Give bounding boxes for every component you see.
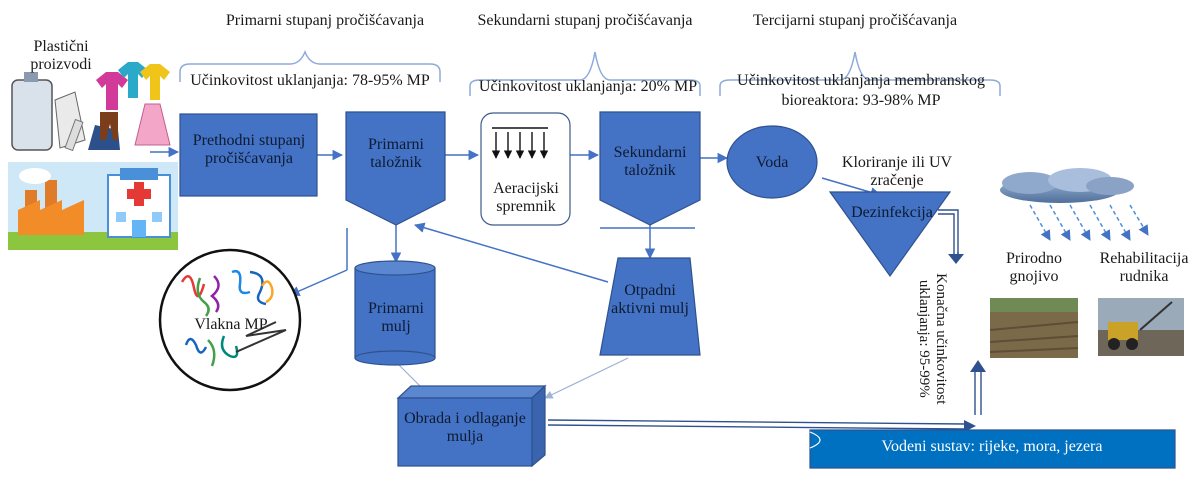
field-photo [989,298,1079,358]
final-efficiency-label: Konačna učinkovitost uklanjanja: 95-99% [916,273,949,405]
mine-photo [1098,298,1184,356]
fibers-label: Vlakna MP [194,316,268,333]
plastic-products-icon [11,62,171,152]
flow-arrows [150,146,882,297]
efficiency-tertiary-line2: bioreaktora: 93-98% MP [781,92,941,109]
sludge-treatment-label: Obrada i odlaganje mulja [404,410,526,445]
chlorination-label: Kloriranje ili UV zračenje [841,154,953,189]
arrowhead-up [970,360,986,372]
waste-activated-sludge-label: Otpadni aktivni mulj [611,282,689,317]
plastic-products-label: Plastični proizvodi [30,38,92,73]
rain-cloud-icon [1000,168,1149,241]
outflow-double-lines [547,209,982,430]
aeration-tank-label: Aeracijski spremnik [493,180,559,215]
process-shapes [179,111,1176,469]
arrowhead-disinfection [948,254,964,264]
efficiency-tertiary-line1: Učinkovitost uklanjanja membranskog [737,72,985,89]
water-system-label: Vodeni sustav: rijeke, mora, jezera [881,438,1103,455]
aeration-arrows-icon [491,127,549,159]
stage-label-secondary: Sekundarni stupanj pročišćavanja [477,12,693,29]
secondary-clarifier-label: Sekundarni taložnik [613,144,687,179]
water-label: Voda [755,154,789,171]
stage-label-tertiary: Tercijarni stupanj pročišćavanja [752,12,958,29]
disinfection-label: Dezinfekcija [851,204,933,221]
fertilizer-label: Prirodno gnojivo [1006,250,1062,285]
factory-hospital-icon [8,162,178,250]
stage-brackets [179,50,1001,96]
primary-clarifier-label: Primarni taložnik [368,136,424,171]
primary-sludge-label: Primarni mulj [368,300,424,335]
pretreatment-label: Prethodni stupanj pročišćavanja [192,132,306,167]
efficiency-primary: Učinkovitost uklanjanja: 78-95% MP [190,72,430,89]
microplastic-fibers-icon [158,248,302,392]
mine-rehab-label: Rehabilitacija rudnika [1099,250,1189,285]
stage-label-primary: Primarni stupanj pročišćavanja [225,12,425,29]
arrowhead-sludge-out [964,420,976,432]
efficiency-secondary: Učinkovitost uklanjanja: 20% MP [478,78,698,95]
